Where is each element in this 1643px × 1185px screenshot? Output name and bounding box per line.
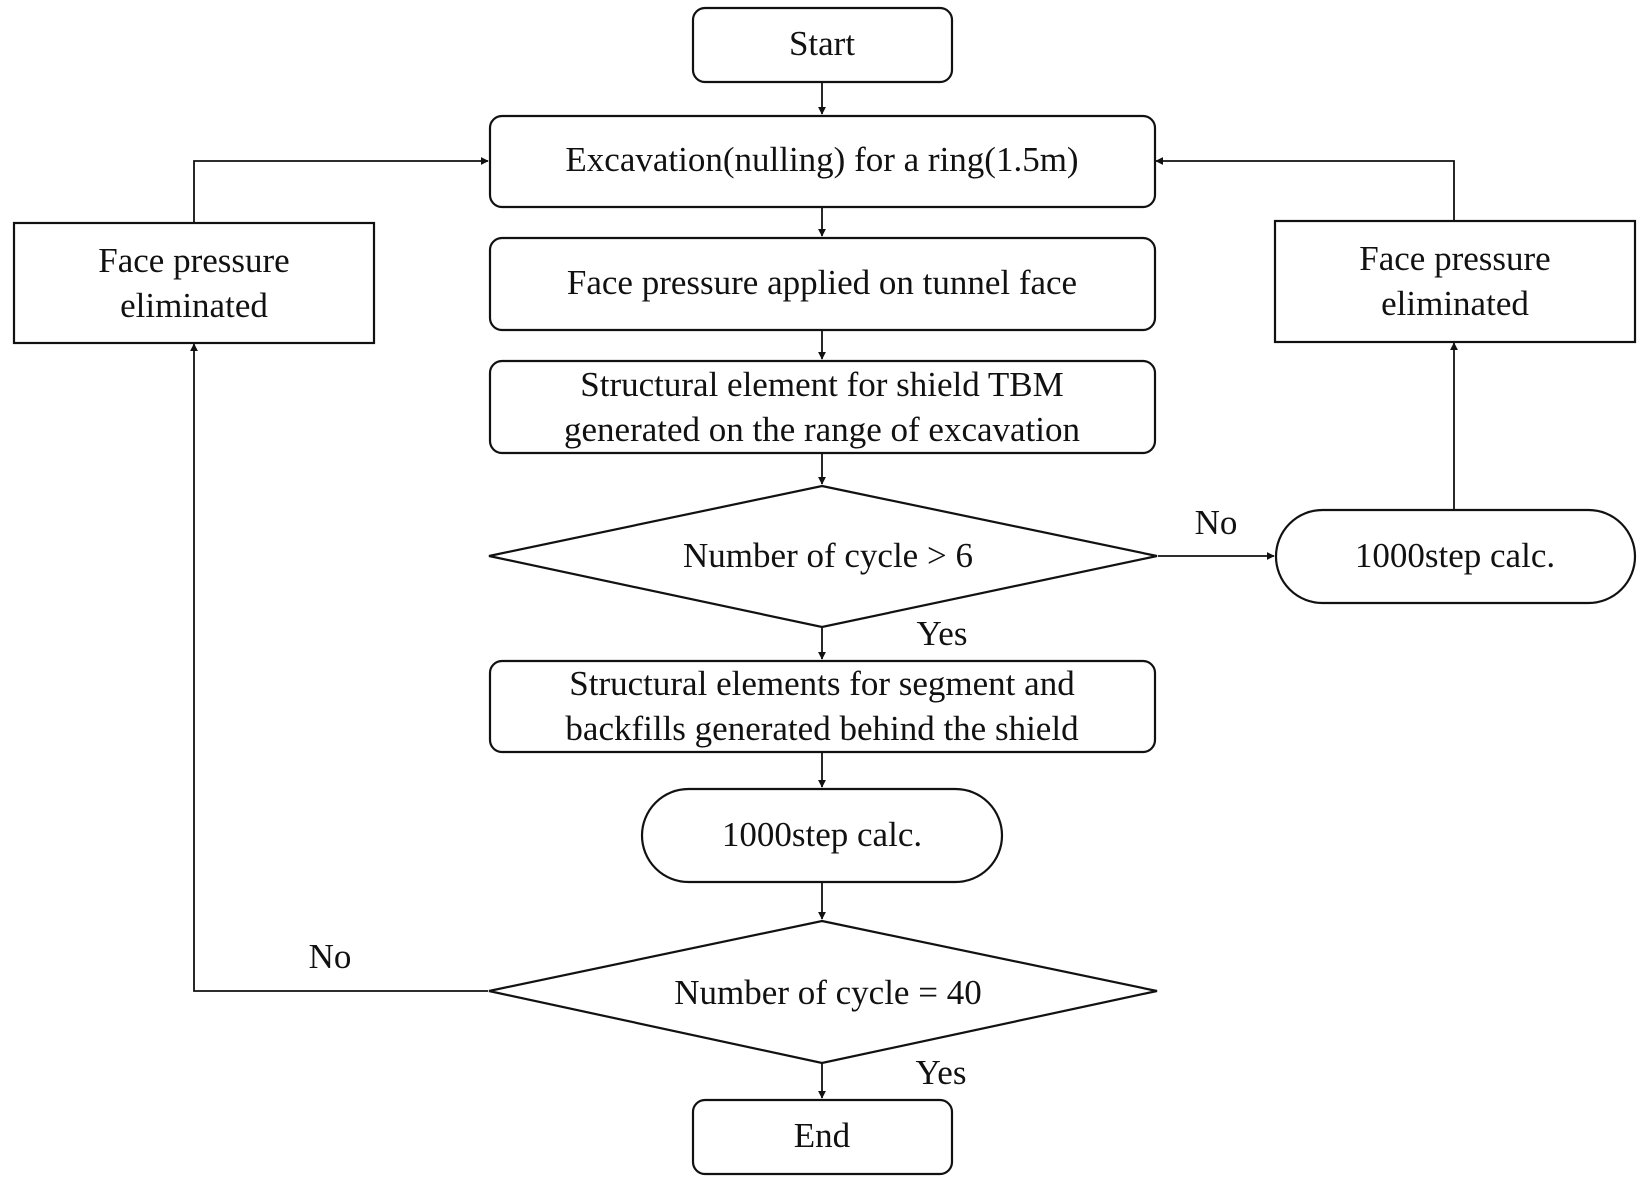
node-tbm-element: Structural element for shield TBM genera… xyxy=(488,359,1157,455)
segment-element-line1: Structural elements for segment and xyxy=(569,664,1075,703)
face-pressure-right-line1: Face pressure xyxy=(1359,239,1550,278)
face-pressure-left-line2: eliminated xyxy=(120,286,268,325)
node-segment-element: Structural elements for segment and back… xyxy=(488,659,1157,754)
label-yes-cycle40: Yes xyxy=(916,1053,967,1092)
arrow-decision40-no-to-pressure-left xyxy=(190,343,488,992)
decision-cycle40-label: Number of cycle = 40 xyxy=(674,973,981,1012)
face-pressure-left-line1: Face pressure xyxy=(98,241,289,280)
start-label: Start xyxy=(789,24,855,63)
calc-center-label: 1000step calc. xyxy=(722,815,922,854)
label-no-cycle6: No xyxy=(1195,503,1238,542)
node-calc-center: 1000step calc. xyxy=(640,787,1004,884)
excavation-label: Excavation(nulling) for a ring(1.5m) xyxy=(565,140,1078,179)
connectors xyxy=(190,82,1458,1099)
label-yes-cycle6: Yes xyxy=(917,614,968,653)
node-decision-cycle6: Number of cycle > 6 xyxy=(488,484,1158,629)
node-end: End xyxy=(691,1098,954,1176)
node-calc-right: 1000step calc. xyxy=(1274,508,1637,605)
arrow-pressure-right-to-excavation xyxy=(1155,157,1455,220)
node-face-pressure-applied: Face pressure applied on tunnel face xyxy=(488,236,1157,332)
decision-cycle6-label: Number of cycle > 6 xyxy=(683,536,973,575)
tbm-element-line2: generated on the range of excavation xyxy=(564,410,1080,449)
label-no-cycle40: No xyxy=(309,937,352,976)
calc-right-label: 1000step calc. xyxy=(1355,536,1555,575)
face-pressure-right-line2: eliminated xyxy=(1381,284,1529,323)
segment-element-line2: backfills generated behind the shield xyxy=(565,709,1079,748)
end-label: End xyxy=(794,1116,851,1155)
node-excavation: Excavation(nulling) for a ring(1.5m) xyxy=(488,114,1157,209)
node-face-pressure-left: Face pressure eliminated xyxy=(12,221,376,345)
arrow-pressure-left-to-excavation xyxy=(193,157,489,222)
tbm-element-line1: Structural element for shield TBM xyxy=(580,365,1063,404)
face-pressure-applied-label: Face pressure applied on tunnel face xyxy=(567,263,1077,302)
node-decision-cycle40: Number of cycle = 40 xyxy=(488,919,1158,1065)
node-face-pressure-right: Face pressure eliminated xyxy=(1273,219,1637,344)
node-start: Start xyxy=(691,6,954,84)
